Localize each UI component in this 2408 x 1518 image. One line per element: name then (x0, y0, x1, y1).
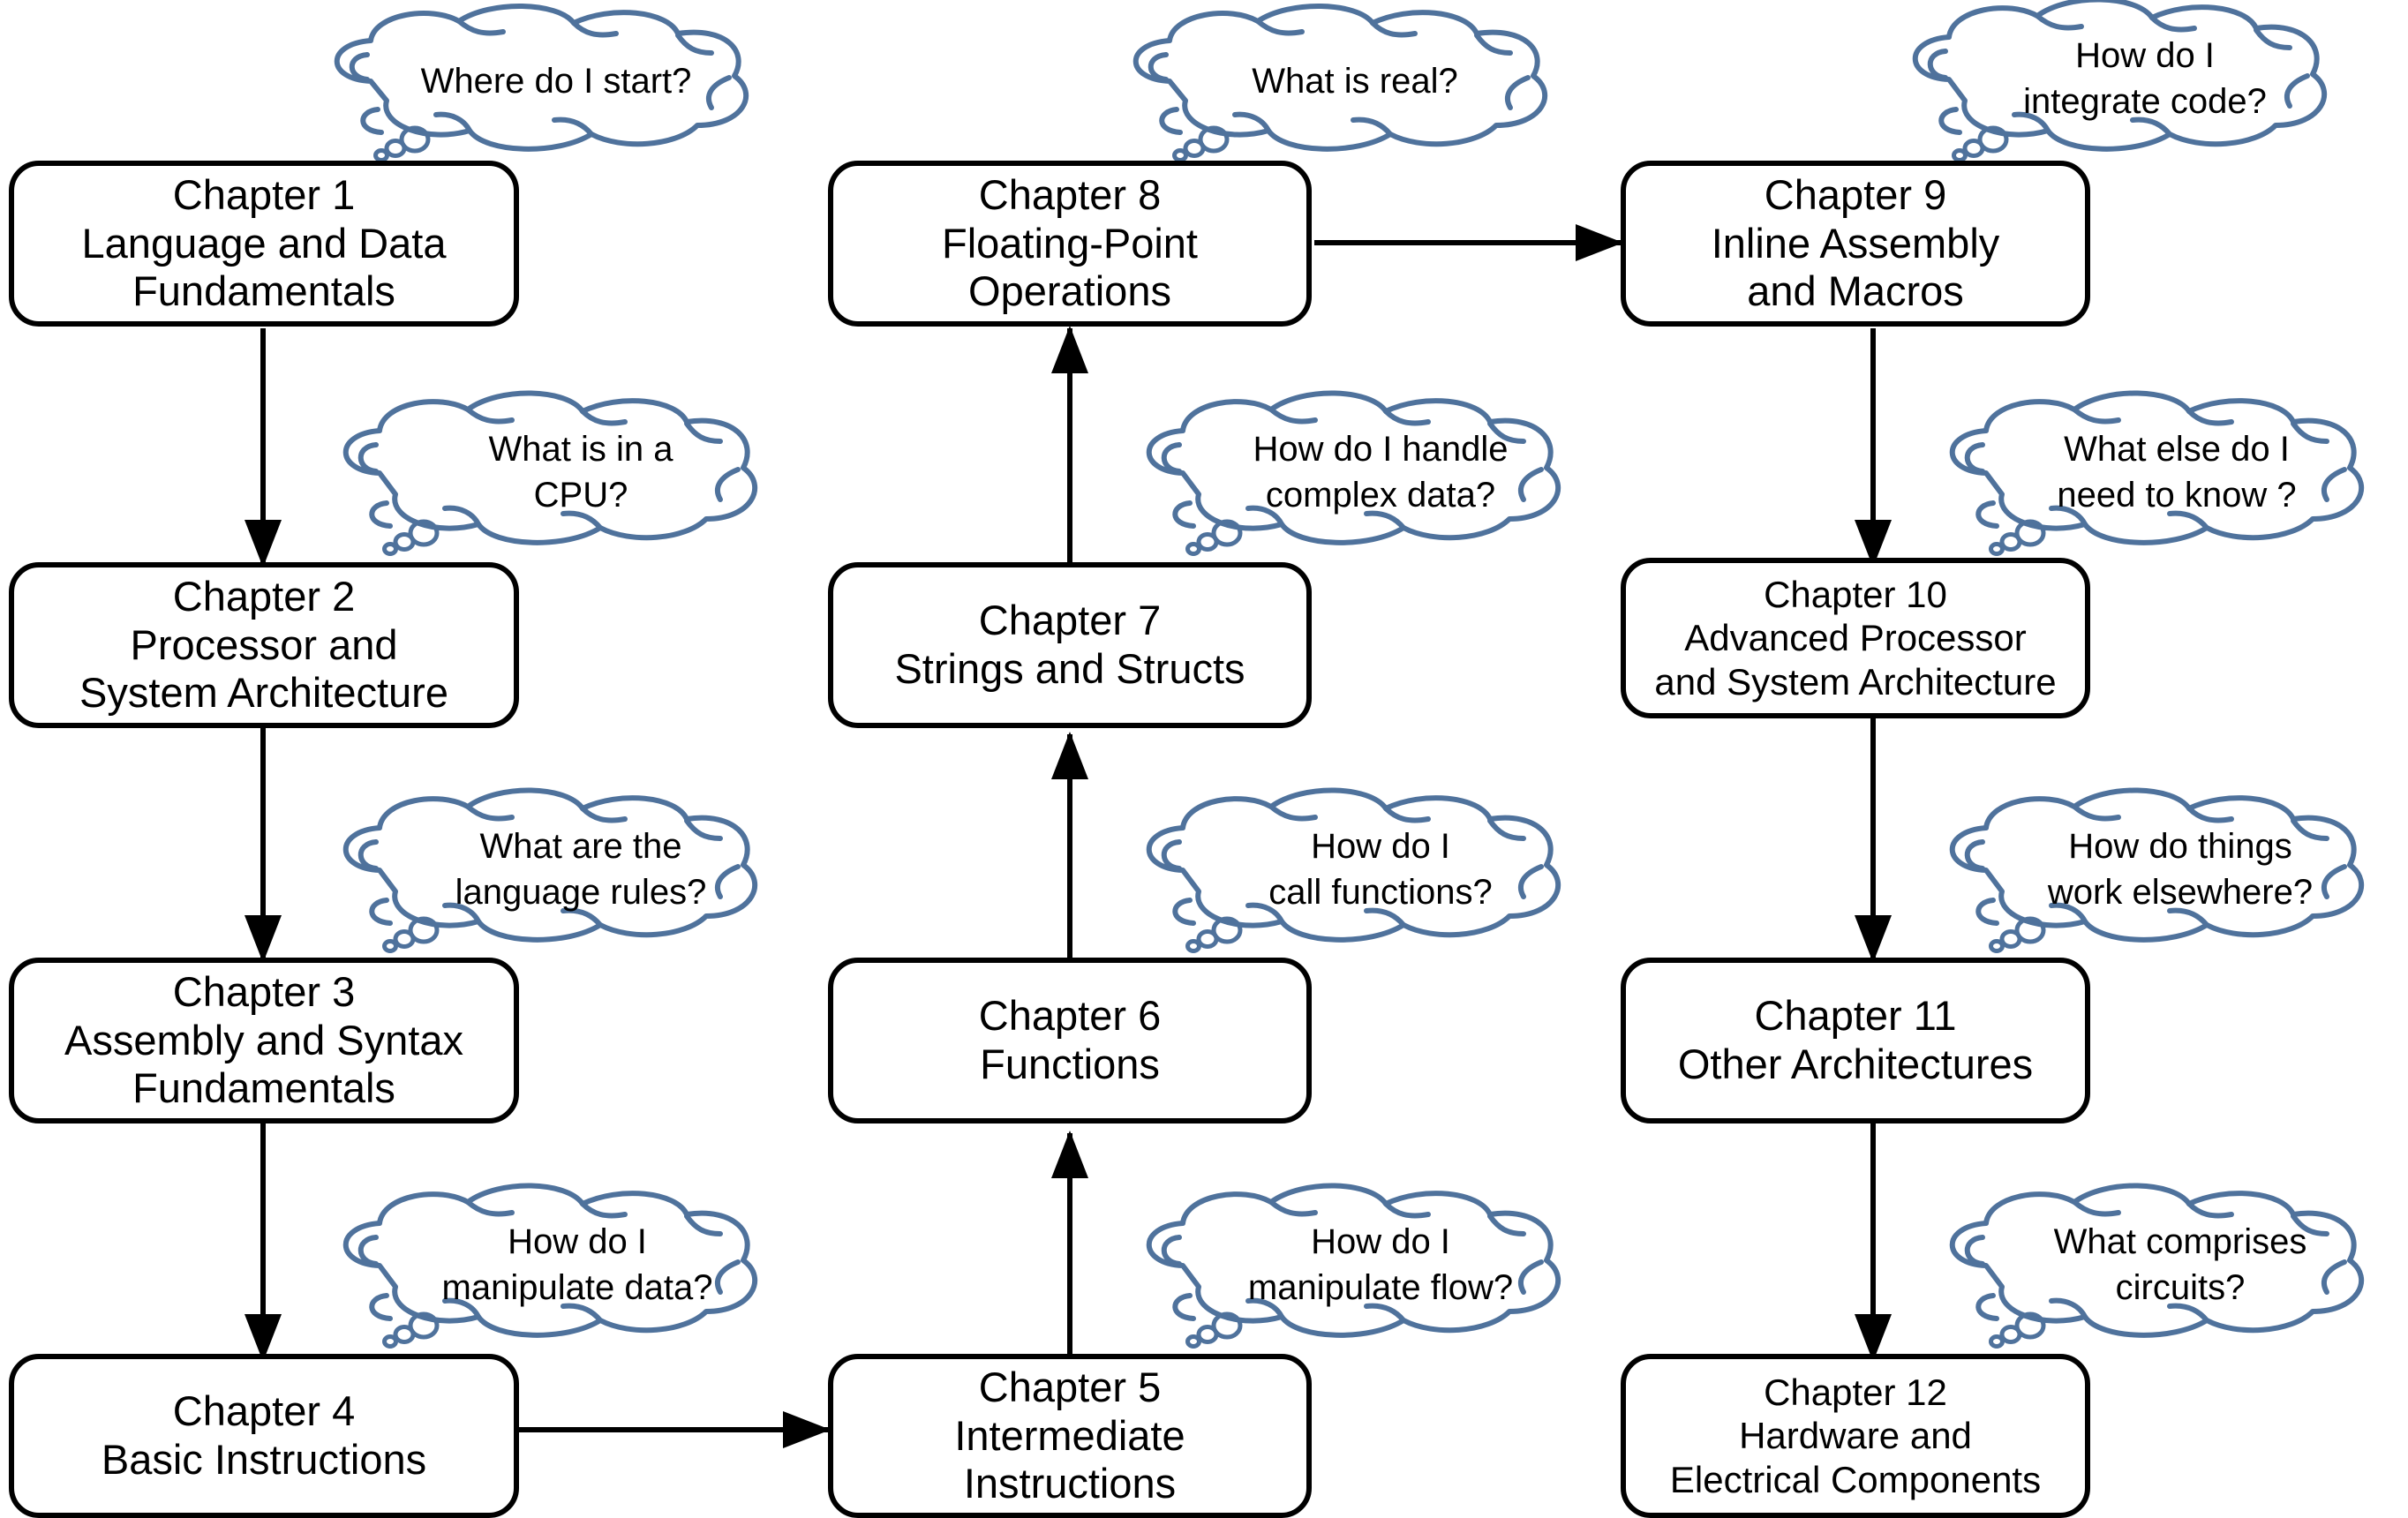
cloud-shape (1146, 787, 1561, 953)
node-chapter-label: Chapter 5 (978, 1363, 1162, 1410)
cloud-shape (1912, 0, 2328, 162)
thought-bubble-q8: What is real? (1081, 2, 1629, 162)
node-title-line: and Macros (1747, 267, 1964, 315)
node-title-line: Functions (980, 1041, 1160, 1087)
thought-bubble-q3: What are the language rules? (291, 785, 839, 953)
cloud-shape (1949, 1183, 2365, 1349)
cloud-shape (342, 787, 758, 953)
node-title-line: Advanced Processor (1684, 617, 2027, 659)
thought-bubble-q10: What else do I need to know ? (1898, 388, 2408, 556)
node-chapter-label: Chapter 6 (978, 992, 1162, 1040)
node-title-line: Floating-Point (942, 219, 1198, 267)
node-title-line: and System Architecture (1654, 660, 2057, 703)
thought-bubble-q1: Where do I start? (282, 2, 830, 162)
cloud-shape (342, 390, 758, 556)
cloud-shape (1146, 390, 1561, 556)
node-chapter-label: Chapter 10 (1764, 574, 1947, 616)
node-title-line: System Architecture (79, 669, 448, 717)
node-chapter-label: Chapter 2 (172, 572, 356, 620)
thought-bubble-q7: How do I handle complex data? (1095, 388, 1642, 556)
node-chapter-10[interactable]: Chapter 10 Advanced Processor and System… (1621, 558, 2090, 718)
node-chapter-label: Chapter 3 (172, 967, 356, 1015)
node-chapter-label: Chapter 1 (172, 170, 356, 218)
node-chapter-label: Chapter 9 (1764, 170, 1947, 218)
thought-bubble-q12: What comprises circuits? (1898, 1181, 2408, 1349)
thought-bubble-q2: What is in a CPU? (291, 388, 839, 556)
thought-bubble-q5: How do I manipulate flow? (1095, 1181, 1642, 1349)
cloud-shape (1146, 1183, 1561, 1349)
node-chapter-label: Chapter 7 (978, 597, 1162, 644)
thought-bubble-q4: How do I manipulate data? (291, 1181, 839, 1349)
node-title-line: Fundamentals (132, 1064, 395, 1112)
node-title-line: Assembly and Syntax (64, 1016, 463, 1063)
node-chapter-label: Chapter 8 (978, 170, 1162, 218)
node-title-line: Inline Assembly (1711, 219, 2000, 267)
node-chapter-3[interactable]: Chapter 3 Assembly and Syntax Fundamenta… (9, 958, 519, 1123)
thought-bubble-q6: How do I call functions? (1095, 785, 1642, 953)
node-chapter-11[interactable]: Chapter 11 Other Architectures (1621, 958, 2090, 1123)
node-chapter-9[interactable]: Chapter 9 Inline Assembly and Macros (1621, 161, 2090, 327)
node-chapter-8[interactable]: Chapter 8 Floating-Point Operations (828, 161, 1312, 327)
node-title-line: Other Architectures (1677, 1041, 2034, 1087)
node-chapter-5[interactable]: Chapter 5 Intermediate Instructions (828, 1354, 1312, 1518)
cloud-shape (342, 1183, 758, 1349)
node-title-line: Processor and (130, 620, 398, 668)
node-chapter-label: Chapter 11 (1754, 992, 1957, 1040)
cloud-shape (1949, 390, 2365, 556)
node-chapter-label: Chapter 12 (1764, 1371, 1947, 1414)
node-title-line: Operations (968, 267, 1171, 315)
node-title-line: Electrical Components (1669, 1458, 2042, 1500)
node-title-line: Hardware and (1739, 1415, 1972, 1457)
node-chapter-1[interactable]: Chapter 1 Language and Data Fundamentals (9, 161, 519, 327)
node-title-line: Fundamentals (132, 267, 395, 315)
thought-bubble-q11: How do things work elsewhere? (1898, 785, 2408, 953)
cloud-shape (1133, 3, 1548, 162)
cloud-shape (334, 3, 749, 162)
thought-bubble-q9: How do I integrate code? (1861, 0, 2408, 162)
node-chapter-2[interactable]: Chapter 2 Processor and System Architect… (9, 562, 519, 728)
node-title-line: Strings and Structs (894, 645, 1245, 692)
node-title-line: Language and Data (81, 219, 447, 267)
node-title-line: Instructions (963, 1460, 1177, 1507)
node-chapter-12[interactable]: Chapter 12 Hardware and Electrical Compo… (1621, 1354, 2090, 1518)
node-chapter-label: Chapter 4 (172, 1387, 356, 1435)
node-title-line: Basic Instructions (101, 1436, 427, 1483)
cloud-shape (1949, 787, 2365, 953)
node-chapter-6[interactable]: Chapter 6 Functions (828, 958, 1312, 1123)
node-title-line: Intermediate (954, 1411, 1185, 1459)
node-chapter-4[interactable]: Chapter 4 Basic Instructions (9, 1354, 519, 1518)
node-chapter-7[interactable]: Chapter 7 Strings and Structs (828, 562, 1312, 728)
